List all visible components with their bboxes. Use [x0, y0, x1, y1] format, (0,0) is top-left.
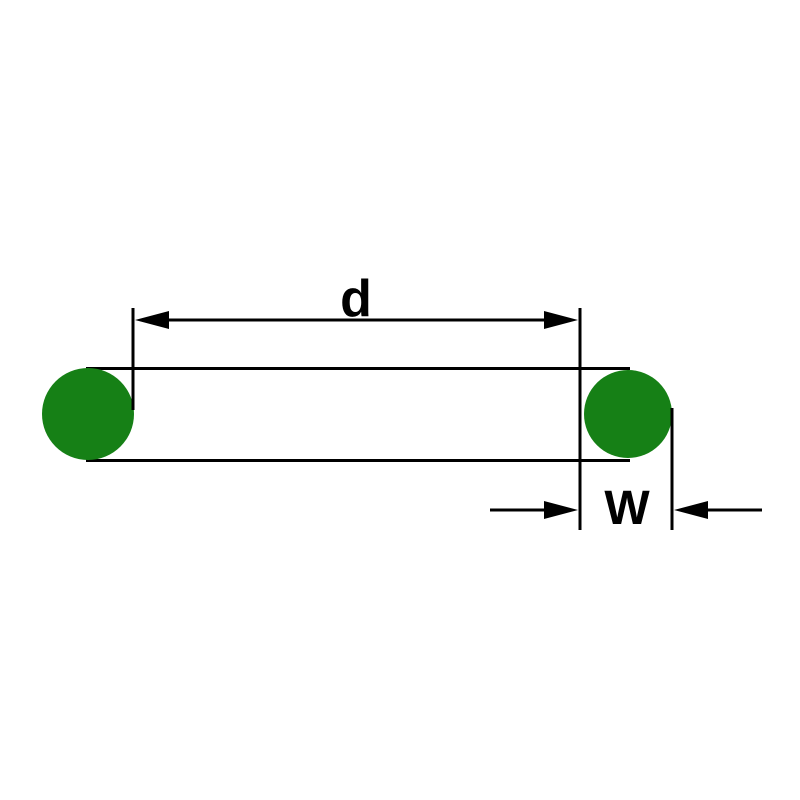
- d-label: d: [340, 270, 372, 328]
- d-arrow-right-icon: [544, 311, 578, 329]
- oring-profile: [42, 367, 672, 462]
- w-arrow-left-icon: [544, 501, 578, 519]
- oring-cross-section-left: [42, 368, 134, 460]
- dimension-inner-diameter: d: [131, 270, 582, 530]
- d-arrow-left-icon: [135, 311, 169, 329]
- dimension-cross-section-width: W: [490, 408, 762, 535]
- w-arrow-right-icon: [674, 501, 708, 519]
- w-label: W: [604, 482, 650, 535]
- oring-cross-section-right: [584, 370, 672, 458]
